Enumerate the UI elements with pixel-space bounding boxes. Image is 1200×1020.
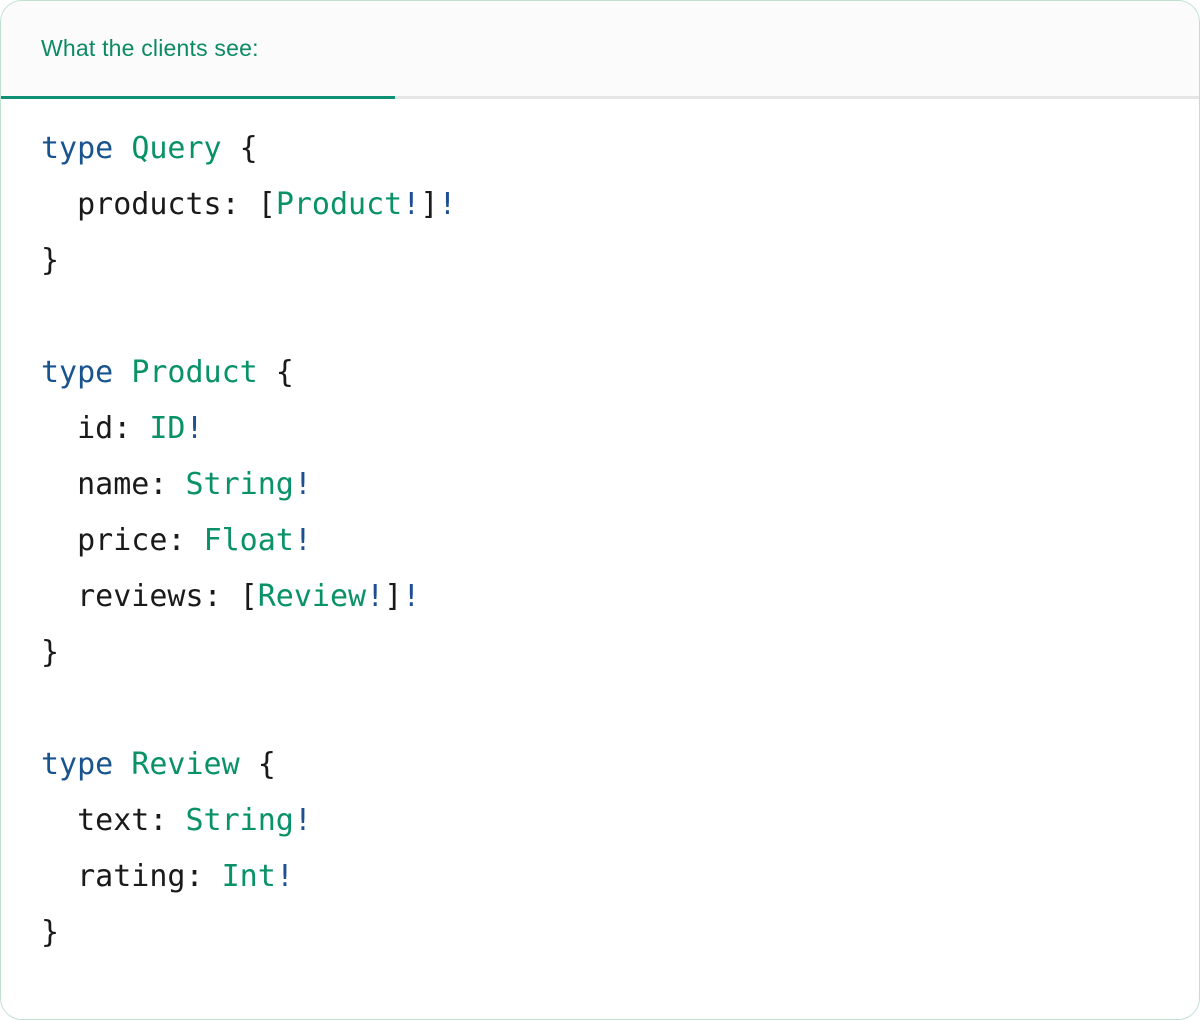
token-field: text (77, 803, 150, 838)
token-type: Review (131, 747, 240, 782)
token-bang: ! (293, 467, 312, 502)
tab-what-the-clients-see[interactable]: What the clients see: (1, 1, 395, 99)
token-type: Float (203, 523, 294, 558)
token-punct: } (41, 915, 60, 950)
token-bang: ! (366, 579, 385, 614)
token-field: price (77, 523, 168, 558)
token-bang: ! (185, 411, 204, 446)
token-punct: { (257, 355, 294, 390)
token-punct (41, 579, 77, 614)
token-type: Int (221, 859, 276, 894)
token-punct: ] (420, 187, 439, 222)
token-kw: type (41, 355, 114, 390)
token-field: rating (77, 859, 186, 894)
token-bang: ! (275, 859, 294, 894)
token-punct: : (185, 859, 222, 894)
token-punct: : [ (203, 579, 258, 614)
code-line-9: reviews: [Review!]! (41, 569, 1199, 625)
token-kw: type (41, 747, 114, 782)
token-punct (41, 411, 77, 446)
token-punct: { (221, 131, 258, 166)
token-bang: ! (438, 187, 457, 222)
token-punct (41, 803, 77, 838)
token-punct (41, 187, 77, 222)
code-line-8: price: Float! (41, 513, 1199, 569)
graphql-schema-code[interactable]: type Query { products: [Product!]!} type… (1, 121, 1199, 961)
code-line-1: type Query { (41, 121, 1199, 177)
token-kw: type (41, 131, 114, 166)
token-type: ID (149, 411, 186, 446)
token-punct: { (239, 747, 276, 782)
token-field: reviews (77, 579, 204, 614)
token-bang: ! (293, 523, 312, 558)
token-punct (41, 859, 77, 894)
token-bang: ! (402, 579, 421, 614)
token-field: name (77, 467, 150, 502)
code-line-6: id: ID! (41, 401, 1199, 457)
code-line-13: text: String! (41, 793, 1199, 849)
token-punct (113, 131, 131, 166)
token-type: String (185, 803, 294, 838)
token-punct (113, 747, 131, 782)
code-line-12: type Review { (41, 737, 1199, 793)
token-punct: } (41, 635, 60, 670)
code-line-7: name: String! (41, 457, 1199, 513)
code-line-5: type Product { (41, 345, 1199, 401)
token-punct: : (149, 803, 186, 838)
token-punct: : (149, 467, 186, 502)
code-line-4 (41, 289, 1199, 345)
token-field: id (77, 411, 114, 446)
token-type: Product (131, 355, 258, 390)
token-punct: : (113, 411, 150, 446)
token-bang: ! (293, 803, 312, 838)
code-line-15: } (41, 905, 1199, 961)
token-punct: ] (384, 579, 403, 614)
code-line-2: products: [Product!]! (41, 177, 1199, 233)
token-punct: } (41, 243, 60, 278)
token-type: String (185, 467, 294, 502)
code-line-11 (41, 681, 1199, 737)
code-area: type Query { products: [Product!]!} type… (1, 99, 1199, 1019)
token-type: Product (275, 187, 403, 222)
tab-bar: What the clients see: (1, 1, 1199, 99)
code-line-3: } (41, 233, 1199, 289)
token-type: Review (257, 579, 367, 614)
tab-label: What the clients see: (41, 35, 259, 61)
token-bang: ! (402, 187, 421, 222)
token-type: Query (131, 131, 222, 166)
token-punct: : [ (221, 187, 276, 222)
token-field: products (77, 187, 222, 222)
token-punct (41, 523, 77, 558)
token-punct (41, 467, 77, 502)
code-line-10: } (41, 625, 1199, 681)
token-punct (113, 355, 131, 390)
token-punct: : (167, 523, 204, 558)
code-line-14: rating: Int! (41, 849, 1199, 905)
